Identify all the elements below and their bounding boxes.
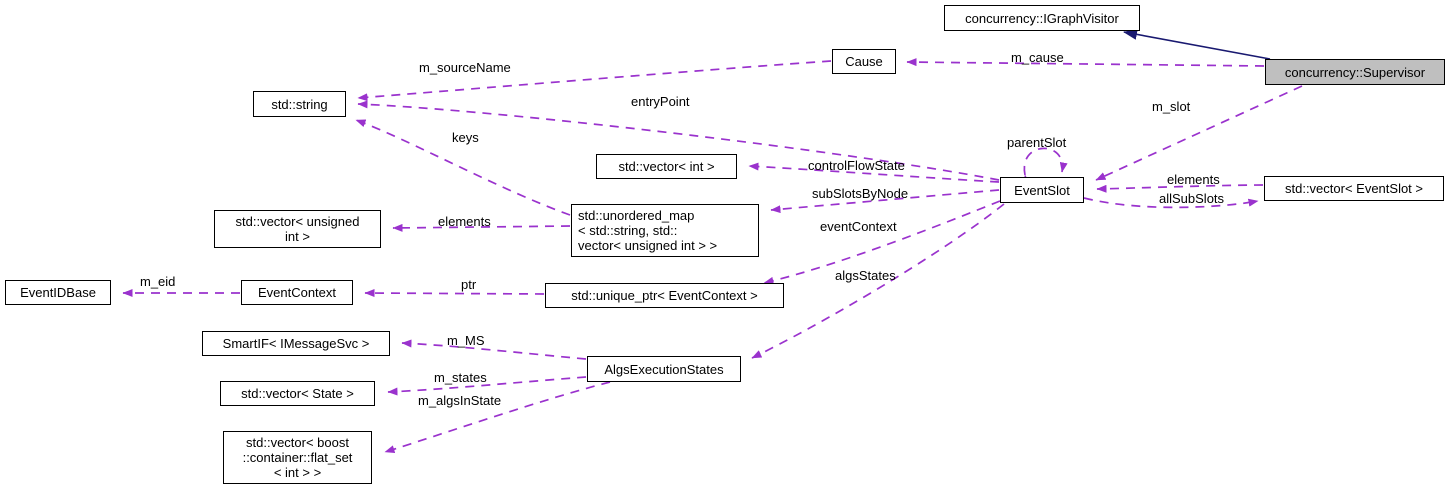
edge-ptr xyxy=(364,289,545,298)
edge-parentSlot xyxy=(1022,147,1068,186)
edge-m_slot xyxy=(1095,85,1303,181)
node-unique-ptr-eventcontext[interactable]: std::unique_ptr< EventContext > xyxy=(545,283,784,308)
edge-m_MS xyxy=(401,339,587,360)
edge-label-entryPoint: entryPoint xyxy=(631,94,690,109)
edge-label-m_slot: m_slot xyxy=(1152,99,1191,114)
node-smartif-imessagesvc[interactable]: SmartIF< IMessageSvc > xyxy=(202,331,390,356)
edge-label-algsStates: algsStates xyxy=(835,268,896,283)
node-igraphvisitor[interactable]: concurrency::IGraphVisitor xyxy=(944,5,1140,31)
edge-m_cause xyxy=(906,58,1265,67)
edge-label-elements-slot: elements xyxy=(1167,172,1220,187)
node-vector-eventslot[interactable]: std::vector< EventSlot > xyxy=(1264,176,1444,201)
edge-label-m_eid: m_eid xyxy=(140,274,176,289)
edge-label-eventContext: eventContext xyxy=(820,219,897,234)
node-algsexecutionstates[interactable]: AlgsExecutionStates xyxy=(587,356,741,382)
edge-label-allSubSlots: allSubSlots xyxy=(1159,191,1225,206)
edge-label-ptr: ptr xyxy=(461,277,477,292)
node-vector-boost-flat-set[interactable]: std::vector< boost ::container::flat_set… xyxy=(223,431,372,484)
node-std-string[interactable]: std::string xyxy=(253,91,346,117)
node-unordered-map[interactable]: std::unordered_map < std::string, std:: … xyxy=(571,204,759,257)
edge-label-m_algsInState: m_algsInState xyxy=(418,393,502,408)
edge-m_states xyxy=(387,376,587,396)
node-eventidbase[interactable]: EventIDBase xyxy=(5,280,111,305)
edge-label-m_cause: m_cause xyxy=(1011,50,1064,65)
node-vector-state[interactable]: std::vector< State > xyxy=(220,381,375,406)
node-eventslot[interactable]: EventSlot xyxy=(1000,177,1084,203)
edge-label-parentSlot: parentSlot xyxy=(1007,135,1067,150)
node-cause[interactable]: Cause xyxy=(832,49,896,74)
node-vector-int[interactable]: std::vector< int > xyxy=(596,154,737,179)
edge-label-m_sourceName: m_sourceName xyxy=(419,60,511,75)
edge-label-m_MS: m_MS xyxy=(447,333,485,348)
edge-label-m_states: m_states xyxy=(434,370,487,385)
node-eventcontext[interactable]: EventContext xyxy=(241,280,353,305)
edge-inheritance-supervisor-igraphvisitor xyxy=(1123,28,1271,60)
edge-label-elements-map: elements xyxy=(438,214,491,229)
edge-label-subSlotsByNode: subSlotsByNode xyxy=(812,186,909,201)
node-vector-unsigned-int[interactable]: std::vector< unsigned int > xyxy=(214,210,381,248)
node-supervisor[interactable]: concurrency::Supervisor xyxy=(1265,59,1445,85)
edge-label-keys: keys xyxy=(452,130,479,145)
edge-label-controlFlowState: controlFlowState xyxy=(808,158,905,173)
